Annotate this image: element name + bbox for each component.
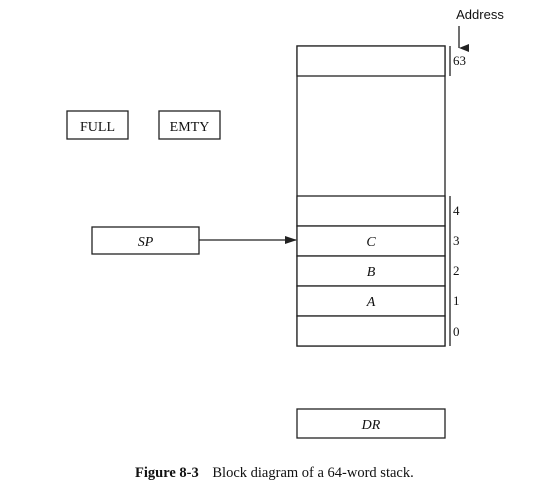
stack-word-2 — [296, 255, 446, 287]
data-register: DR — [296, 408, 446, 439]
address-label-2: 2 — [453, 263, 460, 278]
stack-pointer-label: SP — [138, 235, 154, 250]
stack-word-63 — [296, 45, 446, 77]
stack-pointer: SP — [91, 226, 200, 255]
stack-memory: 63 4 C 3 B 2 A 1 0 — [296, 45, 466, 347]
stack-word-4 — [296, 195, 446, 227]
stack-word-1-content: A — [366, 295, 376, 310]
full-flag-label: FULL — [80, 120, 115, 135]
empty-flag-label: EMTY — [170, 120, 210, 135]
address-label-0: 0 — [453, 324, 460, 339]
full-flag: FULL — [66, 110, 129, 140]
stack-word-3-content: C — [366, 235, 376, 250]
address-label-3: 3 — [453, 233, 460, 248]
empty-flag: EMTY — [158, 110, 221, 140]
address-label-63: 63 — [453, 53, 466, 68]
figure-number: Figure 8-3 — [135, 465, 199, 481]
address-header: Address — [456, 7, 504, 22]
figure-caption-text: Block diagram of a 64-word stack. — [212, 465, 413, 481]
stack-word-1 — [296, 285, 446, 317]
data-register-label: DR — [361, 418, 381, 433]
stack-word-0 — [296, 315, 446, 347]
address-label-4: 4 — [453, 203, 460, 218]
stack-word-2-content: B — [367, 265, 376, 280]
address-label-1: 1 — [453, 293, 460, 308]
figure-caption: Figure 8-3 Block diagram of a 64-word st… — [135, 465, 414, 481]
